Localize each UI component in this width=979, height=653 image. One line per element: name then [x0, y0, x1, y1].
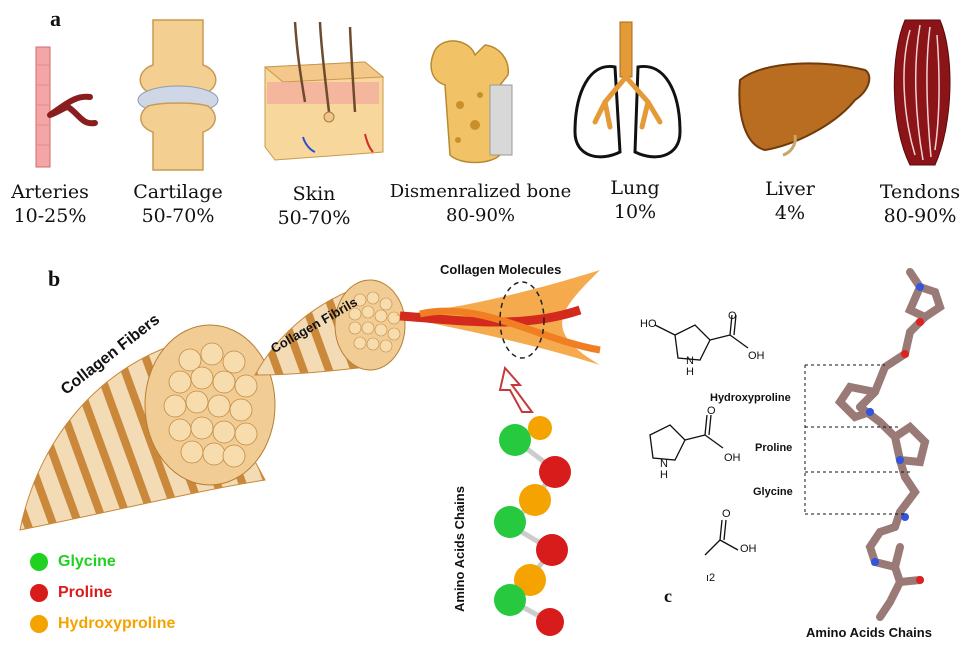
- legend-proline: Proline: [30, 584, 112, 602]
- glycine-nh2-fragment: ı2: [706, 572, 716, 584]
- panel-b-letter: b: [48, 266, 61, 291]
- hydroxyproline-oh: OH: [748, 350, 765, 362]
- proline-h: H: [660, 469, 668, 481]
- hydroxyproline-ho: HO: [640, 318, 657, 330]
- chemical-structures: [649, 314, 749, 556]
- panel-a-letter: a: [50, 6, 61, 31]
- amino-chains-caption: Amino Acids Chains: [806, 625, 932, 640]
- hydroxyproline-n: N: [686, 355, 694, 367]
- legend-glycine: Glycine: [30, 553, 116, 571]
- hydroxyproline-o: O: [728, 310, 737, 322]
- glycine-oh: OH: [740, 543, 757, 555]
- hydroxyproline-label: Hydroxyproline: [710, 392, 791, 404]
- proline-label: Proline: [755, 442, 793, 454]
- panel-c-letter: c: [664, 586, 672, 606]
- hydroxyproline-h: H: [686, 366, 694, 378]
- tendon-illustration: [893, 19, 951, 166]
- skin-illustration: [263, 21, 385, 161]
- proline-o: O: [707, 405, 716, 417]
- collagen-hierarchy-illustration: [19, 270, 601, 636]
- bone-illustration: [430, 40, 513, 164]
- glycine-o: O: [722, 508, 731, 520]
- collagen-molecules-label: Collagen Molecules: [440, 262, 562, 277]
- glycine-dot: [30, 553, 48, 571]
- hydroxyproline-dot: [30, 615, 48, 633]
- proline-n: N: [660, 458, 668, 470]
- artery-illustration: [35, 46, 98, 168]
- amino-acid-stick-model: [804, 268, 945, 621]
- legend-hydroxyproline: Hydroxyproline: [30, 615, 175, 633]
- liver-illustration: [738, 62, 871, 157]
- cartilage-illustration: [137, 19, 219, 171]
- lung-illustration: [573, 21, 682, 159]
- proline-oh: OH: [724, 452, 741, 464]
- amino-chains-vertical-label: Amino Acids Chains: [452, 486, 467, 612]
- proline-dot: [30, 584, 48, 602]
- glycine-label: Glycine: [753, 486, 793, 498]
